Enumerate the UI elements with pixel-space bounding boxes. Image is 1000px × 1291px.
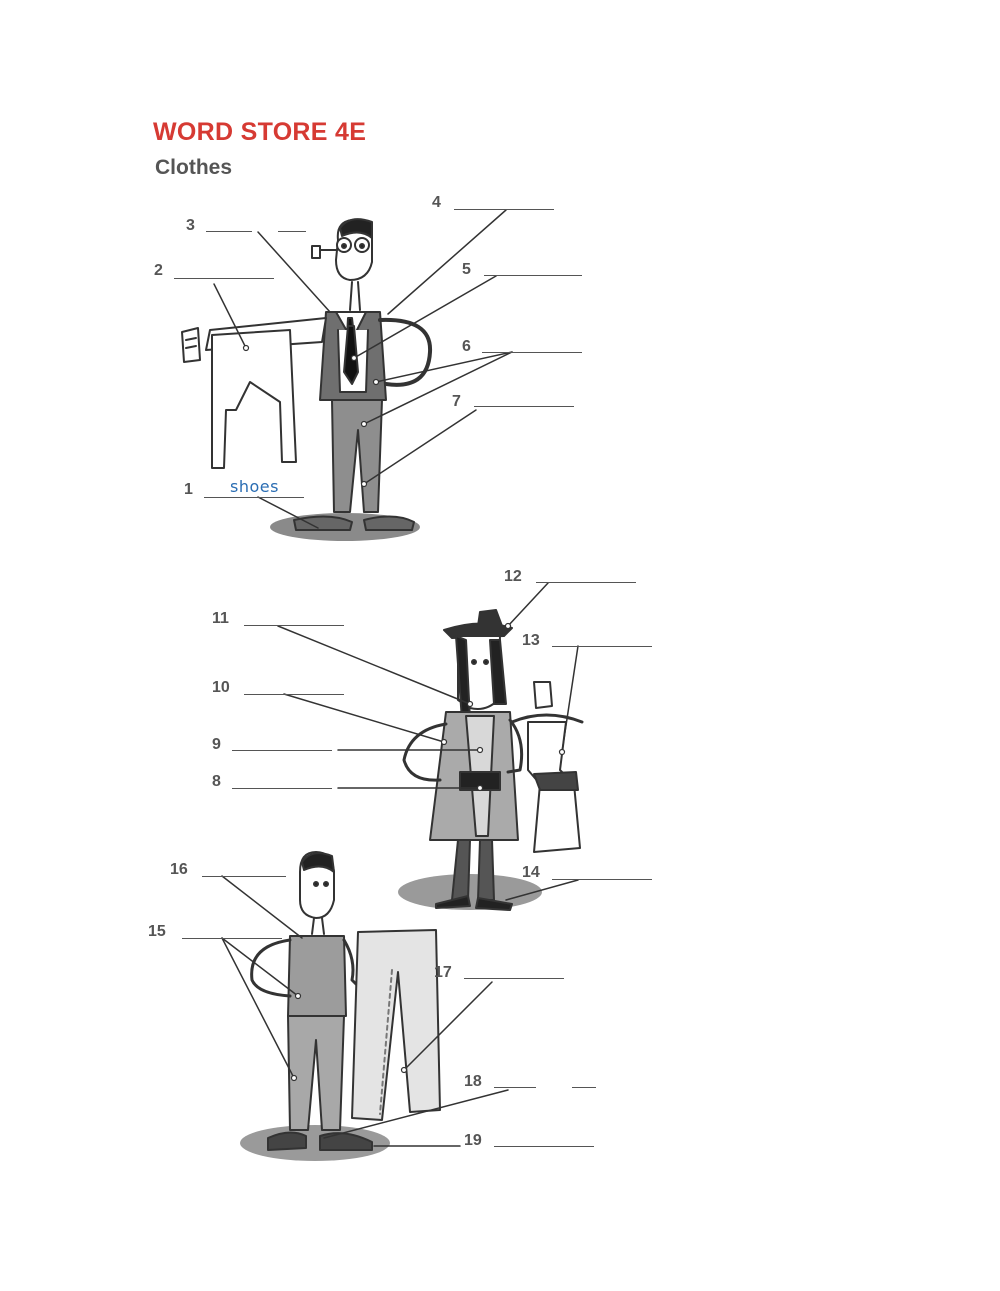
item-number-13: 13 (522, 632, 540, 649)
answer-input-12[interactable] (536, 561, 640, 581)
answer-line-18a (494, 1087, 536, 1088)
answer-input-2[interactable] (174, 257, 278, 277)
pointer-lines (213, 209, 579, 1147)
answer-text-1: shoes (230, 477, 279, 496)
answer-line-5 (484, 275, 582, 276)
answer-input-19[interactable] (494, 1125, 598, 1145)
answer-input-8[interactable] (232, 767, 336, 787)
answer-line-17 (464, 978, 564, 979)
answer-line-15 (182, 938, 282, 939)
answer-line-10 (244, 694, 344, 695)
item-number-9: 9 (212, 736, 221, 753)
answer-input-17[interactable] (464, 957, 568, 977)
answer-input-16[interactable] (202, 855, 290, 875)
figure-woman-in-coat (398, 609, 584, 911)
answer-line-6 (482, 352, 582, 353)
figure-man-in-suit (181, 218, 433, 541)
answer-input-4[interactable] (454, 188, 558, 208)
item-number-6: 6 (462, 338, 471, 355)
answer-line-9 (232, 750, 332, 751)
item-number-2: 2 (154, 262, 163, 279)
answer-input-5[interactable] (484, 254, 586, 274)
item-number-11: 11 (212, 610, 229, 627)
item-number-19: 19 (464, 1132, 482, 1149)
section-subtitle: Clothes (155, 156, 233, 179)
answer-line-4 (454, 209, 554, 210)
item-number-17: 17 (434, 964, 452, 981)
page-title: WORD STORE 4E (153, 118, 367, 146)
answer-input-15[interactable] (182, 917, 286, 937)
item-number-5: 5 (462, 261, 471, 278)
answer-line-8 (232, 788, 332, 789)
answer-input-11[interactable] (244, 604, 348, 624)
item-number-1: 1 (184, 481, 193, 498)
answer-input-6[interactable] (482, 331, 586, 351)
answer-line-2 (174, 278, 274, 279)
answer-line-7 (474, 406, 574, 407)
answer-line-16 (202, 876, 286, 877)
item-number-4: 4 (432, 194, 441, 211)
item-number-14: 14 (522, 864, 540, 881)
answer-input-18[interactable] (494, 1066, 600, 1086)
answer-input-3[interactable] (206, 210, 310, 230)
answer-line-14 (552, 879, 652, 880)
answer-input-10[interactable] (244, 673, 348, 693)
item-number-16: 16 (170, 861, 188, 878)
item-number-3: 3 (186, 217, 195, 234)
answer-line-18b (572, 1087, 596, 1088)
answer-line-3a (206, 231, 252, 232)
answer-line-3b (278, 231, 306, 232)
answer-input-7[interactable] (474, 385, 578, 405)
item-number-12: 12 (504, 568, 522, 585)
answer-line-19 (494, 1146, 594, 1147)
item-number-15: 15 (148, 923, 166, 940)
item-number-8: 8 (212, 773, 221, 790)
answer-line-12 (536, 582, 636, 583)
answer-line-13 (552, 646, 652, 647)
answer-line-1 (204, 497, 304, 498)
answer-input-14[interactable] (552, 858, 656, 878)
item-number-7: 7 (452, 393, 461, 410)
answer-input-9[interactable] (232, 729, 336, 749)
answer-line-11 (244, 625, 344, 626)
item-number-10: 10 (212, 679, 230, 696)
item-number-18: 18 (464, 1073, 482, 1090)
answer-input-13[interactable] (552, 625, 656, 645)
